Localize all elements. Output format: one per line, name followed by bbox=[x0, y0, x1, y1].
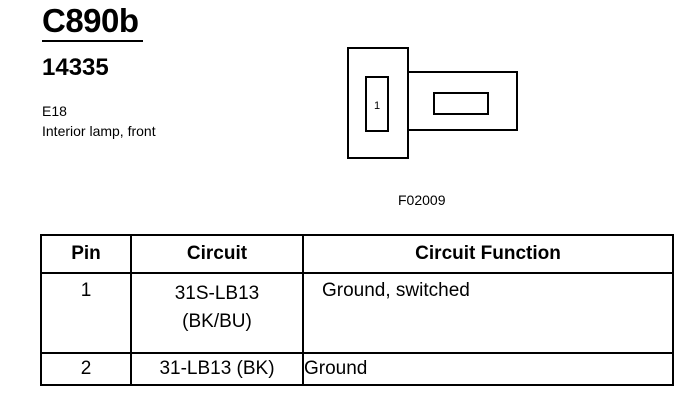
pin-2-cavity bbox=[433, 92, 489, 115]
column-header-pin: Pin bbox=[40, 234, 132, 274]
part-number: 14335 bbox=[42, 54, 109, 81]
column-header-circuit-function: Circuit Function bbox=[302, 234, 674, 274]
table-row: 1 31S-LB13 (BK/BU) Ground, switched bbox=[40, 272, 674, 354]
connector-description: Interior lamp, front bbox=[42, 123, 156, 139]
circuit-cell: 31-LB13 (BK) bbox=[130, 352, 304, 386]
pin-1-label: 1 bbox=[374, 100, 380, 112]
pin-cell: 1 bbox=[40, 272, 132, 354]
location-code: E18 bbox=[42, 103, 67, 119]
connector-diagram: 1 bbox=[347, 47, 518, 159]
table-header-row: Pin Circuit Circuit Function bbox=[40, 234, 674, 274]
table-row: 2 31-LB13 (BK) Ground bbox=[40, 352, 674, 386]
circuit-code: 31S-LB13 bbox=[174, 283, 260, 304]
connector-id: C890b bbox=[42, 2, 139, 39]
figure-reference: F02009 bbox=[398, 192, 446, 208]
column-header-circuit: Circuit bbox=[130, 234, 304, 274]
circuit-function-cell: Ground bbox=[302, 352, 674, 386]
connector-id-underline bbox=[42, 40, 143, 42]
circuit-function-cell: Ground, switched bbox=[302, 272, 674, 354]
pin-cell: 2 bbox=[40, 352, 132, 386]
pin-1-cavity bbox=[365, 76, 389, 132]
connector-body bbox=[407, 71, 518, 131]
circuit-wire-color: (BK/BU) bbox=[182, 311, 252, 332]
pin-table: Pin Circuit Circuit Function 1 31S-LB13 … bbox=[40, 234, 674, 386]
circuit-cell: 31S-LB13 (BK/BU) bbox=[130, 272, 304, 354]
